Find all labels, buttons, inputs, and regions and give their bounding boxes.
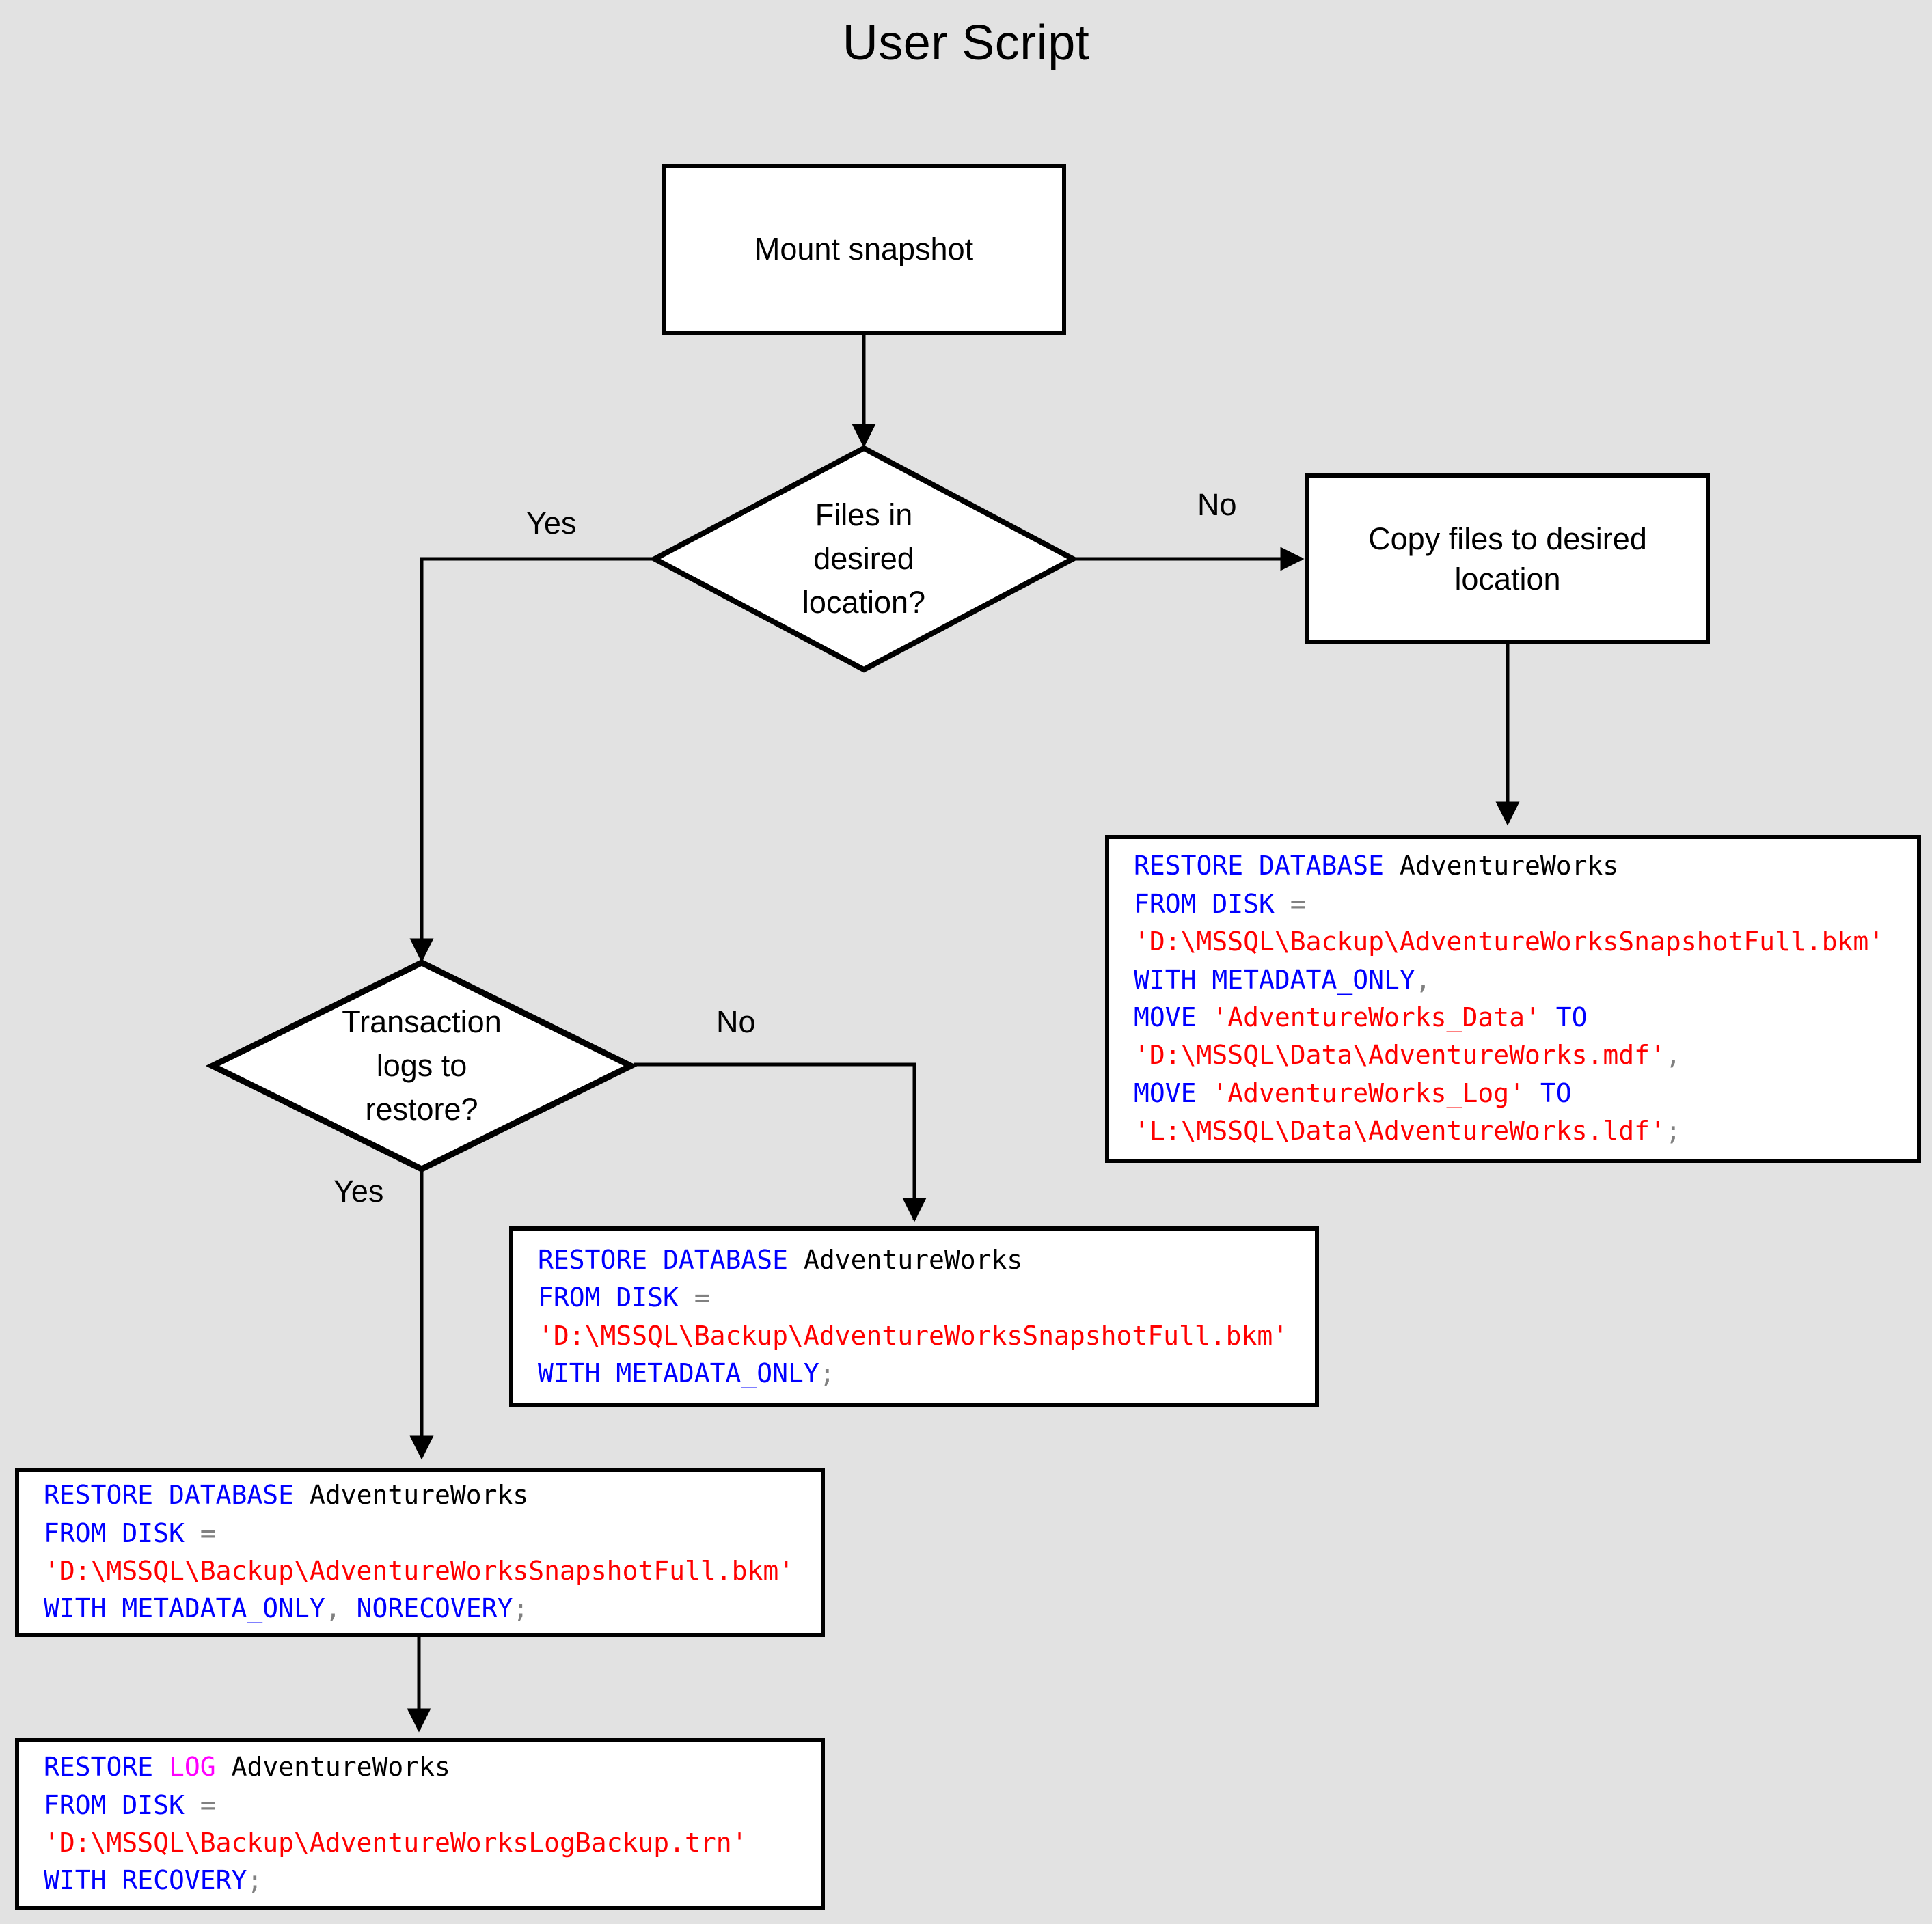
code-block-restore-database-norecovery-text: RESTORE DATABASE AdventureWorks FROM DIS… [44,1480,795,1624]
code-block-restore-database-norecovery[interactable]: RESTORE DATABASE AdventureWorks FROM DIS… [15,1468,825,1637]
node-mount-snapshot-label: Mount snapshot [754,232,974,267]
diamond-shape [205,959,638,1173]
page-title: User Script [842,16,1090,70]
edge-label-files-no: No [1197,487,1237,522]
code-block-restore-log-recovery-text: RESTORE LOG AdventureWorks FROM DISK = '… [44,1752,748,1896]
code-block-restore-database-metadata-only-text: RESTORE DATABASE AdventureWorks FROM DIS… [538,1244,1289,1388]
code-block-restore-database-metadata-only[interactable]: RESTORE DATABASE AdventureWorks FROM DIS… [509,1226,1319,1407]
diamond-shape [649,445,1079,673]
code-block-restore-database-with-move[interactable]: RESTORE DATABASE AdventureWorks FROM DIS… [1105,835,1921,1163]
code-block-restore-database-with-move-text: RESTORE DATABASE AdventureWorks FROM DIS… [1134,851,1885,1146]
edge-label-logs-yes: Yes [334,1174,384,1209]
edge-label-files-yes: Yes [526,506,577,540]
code-block-restore-log-recovery[interactable]: RESTORE LOG AdventureWorks FROM DISK = '… [15,1738,825,1910]
edge-label-logs-no: No [716,1004,756,1039]
node-mount-snapshot[interactable]: Mount snapshot [662,164,1066,335]
